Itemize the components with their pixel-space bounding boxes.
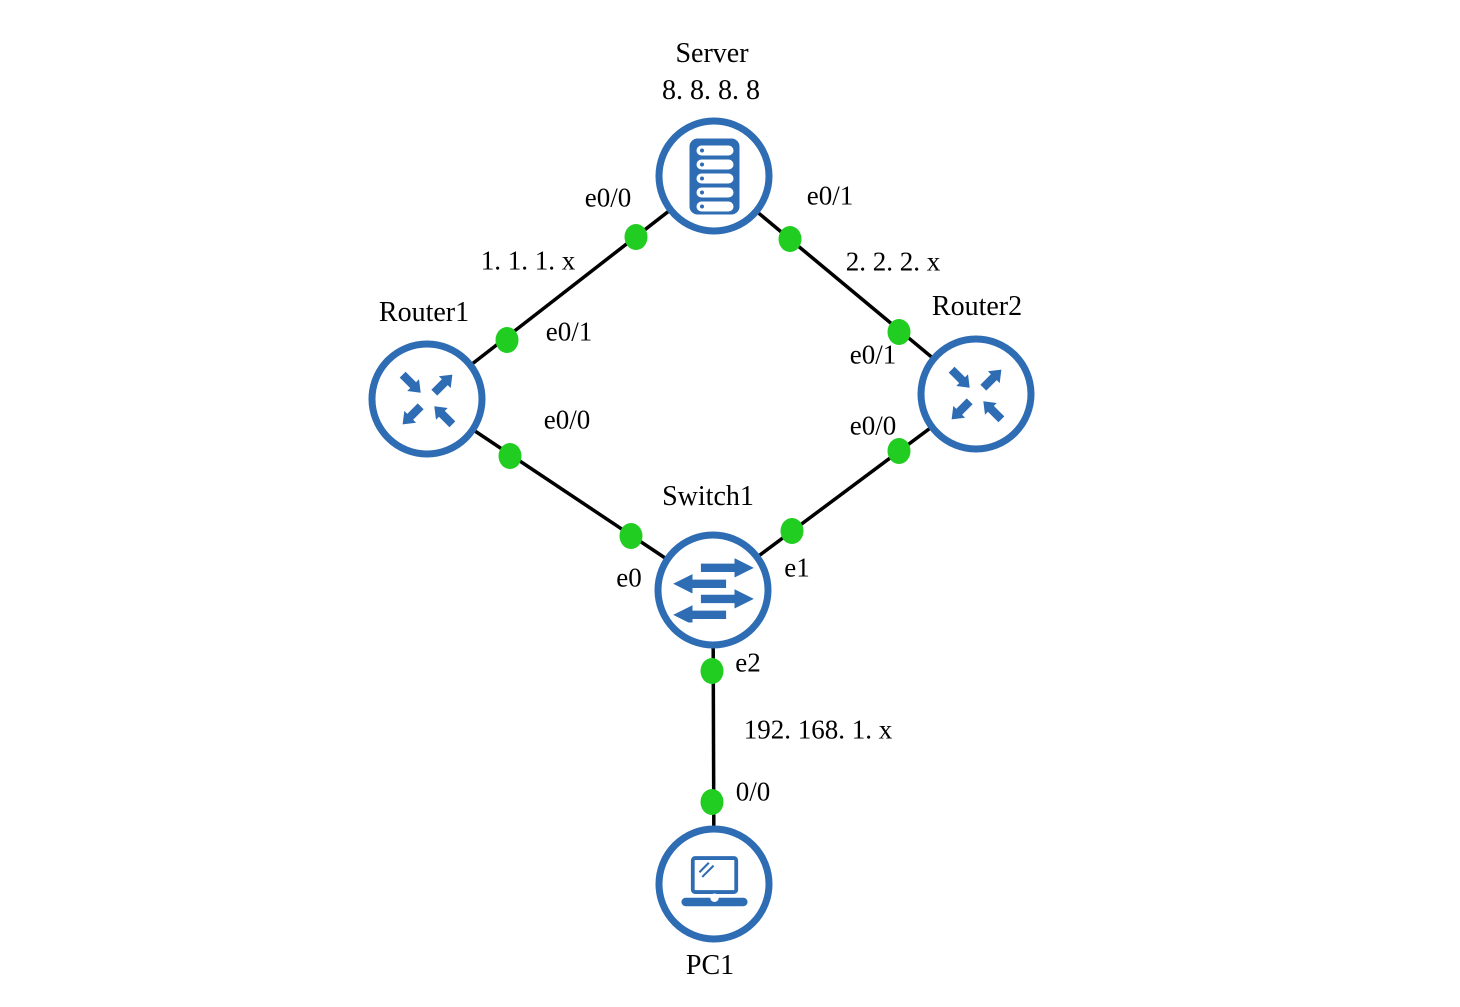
node-label-pc1: PC1 xyxy=(685,950,735,981)
port-label-router1-e0-0: e0/0 xyxy=(543,404,591,435)
node-router1[interactable] xyxy=(368,340,486,458)
port-status-dot xyxy=(498,443,522,469)
server-icon xyxy=(689,138,739,214)
port-label-switch1-e1: e1 xyxy=(784,552,810,583)
port-label-server-e0-0: e0/0 xyxy=(584,182,632,213)
router-icon xyxy=(399,371,455,427)
node-label-server: Server xyxy=(675,38,749,69)
subnet-label-1-1-1-x: 1. 1. 1. x xyxy=(480,245,576,276)
switch-icon xyxy=(672,558,754,622)
port-status-dot xyxy=(624,224,648,250)
port-status-dot xyxy=(619,523,643,549)
node-pc1[interactable] xyxy=(655,825,773,943)
port-label-switch1-e2: e2 xyxy=(735,647,761,678)
laptop-icon xyxy=(680,855,748,906)
router-icon xyxy=(948,366,1004,422)
port-label-pc1-0-0: 0/0 xyxy=(735,776,771,807)
port-label-server-e0-1: e0/1 xyxy=(806,180,854,211)
port-status-dot xyxy=(700,789,724,815)
link-server-router1 xyxy=(425,174,716,401)
port-status-dot xyxy=(700,658,724,684)
subnet-label-2-2-2-x: 2. 2. 2. x xyxy=(845,246,941,277)
server-ip-label: 8. 8. 8. 8 xyxy=(662,75,760,106)
node-label-router2: Router2 xyxy=(931,291,1023,322)
port-status-dot xyxy=(887,319,911,345)
port-label-switch1-e0: e0 xyxy=(616,562,642,593)
port-status-dot xyxy=(778,226,802,252)
node-router2[interactable] xyxy=(917,335,1035,453)
port-status-dot xyxy=(887,438,911,464)
node-server[interactable] xyxy=(655,117,773,235)
port-label-router1-e0-1: e0/1 xyxy=(545,316,593,347)
node-label-router1: Router1 xyxy=(378,297,470,328)
node-switch1[interactable] xyxy=(654,531,772,649)
port-label-router2-e0-1: e0/1 xyxy=(849,339,897,370)
port-status-dot xyxy=(780,518,804,544)
port-status-dot xyxy=(495,327,519,353)
node-label-switch1: Switch1 xyxy=(662,481,754,512)
subnet-label-192-168-1-x: 192. 168. 1. x xyxy=(743,714,893,745)
port-label-router2-e0-0: e0/0 xyxy=(849,410,897,441)
